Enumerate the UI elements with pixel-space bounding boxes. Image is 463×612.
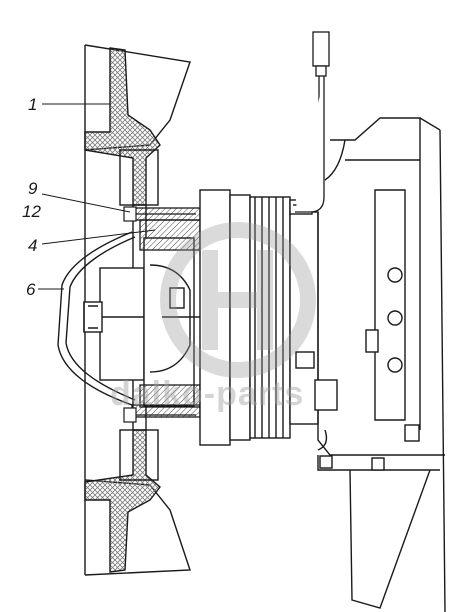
callout-6: 6 — [26, 280, 36, 299]
mounting-bolts — [123, 206, 196, 423]
callout-1: 1 — [28, 95, 38, 114]
flange-plates — [131, 207, 201, 418]
clutch-hub — [83, 237, 200, 407]
engine-bracket — [295, 117, 446, 612]
leader-lines — [38, 103, 156, 290]
callout-12: 12 — [22, 202, 41, 221]
watermark-text: dalko-parts — [110, 375, 305, 413]
sensor-wire — [295, 31, 330, 213]
callout-4: 4 — [28, 236, 38, 255]
watermark-logo — [160, 222, 316, 378]
fan-cover — [57, 231, 136, 406]
callout-9: 9 — [28, 179, 38, 198]
